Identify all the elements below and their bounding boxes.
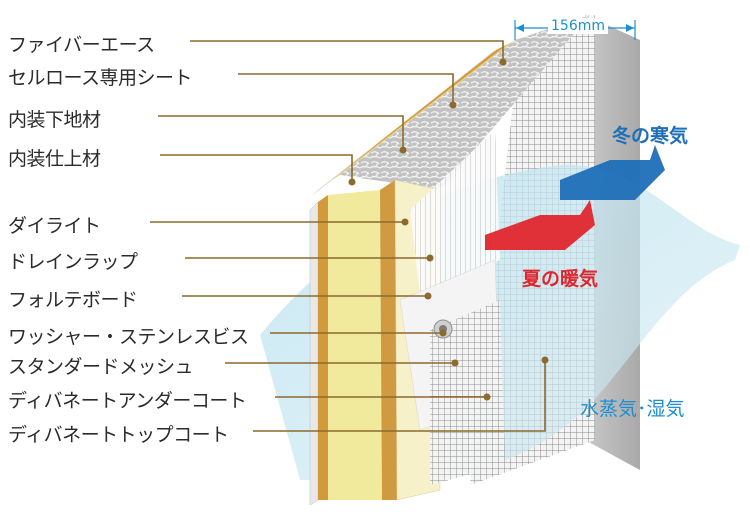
label-undercoat: ディバネートアンダーコート [8,390,247,412]
leader-dot [426,254,434,262]
leader-dot [439,329,447,337]
label-forte-board: フォルテボード [8,289,138,311]
leader-dot [541,356,549,364]
label-topcoat: ディバネートトップコート [8,424,229,446]
label-fiber-ace: ファイバーエース [8,34,155,56]
leader-dot [424,292,432,300]
leader-dot [499,58,507,66]
leader-cellulose-sheet [238,73,454,103]
leader-dots [348,58,549,401]
leader-topcoat [253,360,546,432]
dimension-label: 156mm [548,18,608,34]
leader-dot [483,393,491,401]
dimension-arrow-right [626,24,634,32]
leader-interior-base [158,115,404,148]
leader-dot [401,218,409,226]
cold-air-arrow [560,145,665,200]
warm-air-arrow [485,200,595,250]
label-interior-base: 内装下地材 [8,109,101,131]
drainwrap-layer [410,130,500,295]
label-standard-mesh: スタンダードメッシュ [8,356,194,378]
label-washer-screw: ワッシャー・ステンレスビス [8,326,249,348]
label-cellulose-sheet: セルロース専用シート [8,67,193,89]
finish-layer [309,201,319,506]
leader-dot [451,359,459,367]
label-interior-finish: 内装仕上材 [8,148,101,170]
leader-lines [150,40,546,432]
cellulose-sheet-top [332,40,515,180]
cold-air-label: 冬の寒気 [612,125,689,147]
leader-fiber-ace [190,40,504,60]
gypsum-layer [328,190,382,500]
leader-dot [449,101,457,109]
leader-dot [348,178,356,186]
warm-air-label: 夏の暖気 [522,268,599,290]
dimension-arrow-left [516,24,524,32]
leader-interior-finish [160,154,353,180]
standard-mesh-layer [430,300,505,485]
label-dairaito: ダイライト [8,215,101,237]
vapor-label: 水蒸気･湿気 [580,398,685,420]
leader-dot [399,146,407,154]
cellulose-layer [380,180,397,500]
interior-board-layer [318,195,328,500]
label-drainwrap: ドレインラップ [8,251,138,273]
board-top [318,44,508,190]
